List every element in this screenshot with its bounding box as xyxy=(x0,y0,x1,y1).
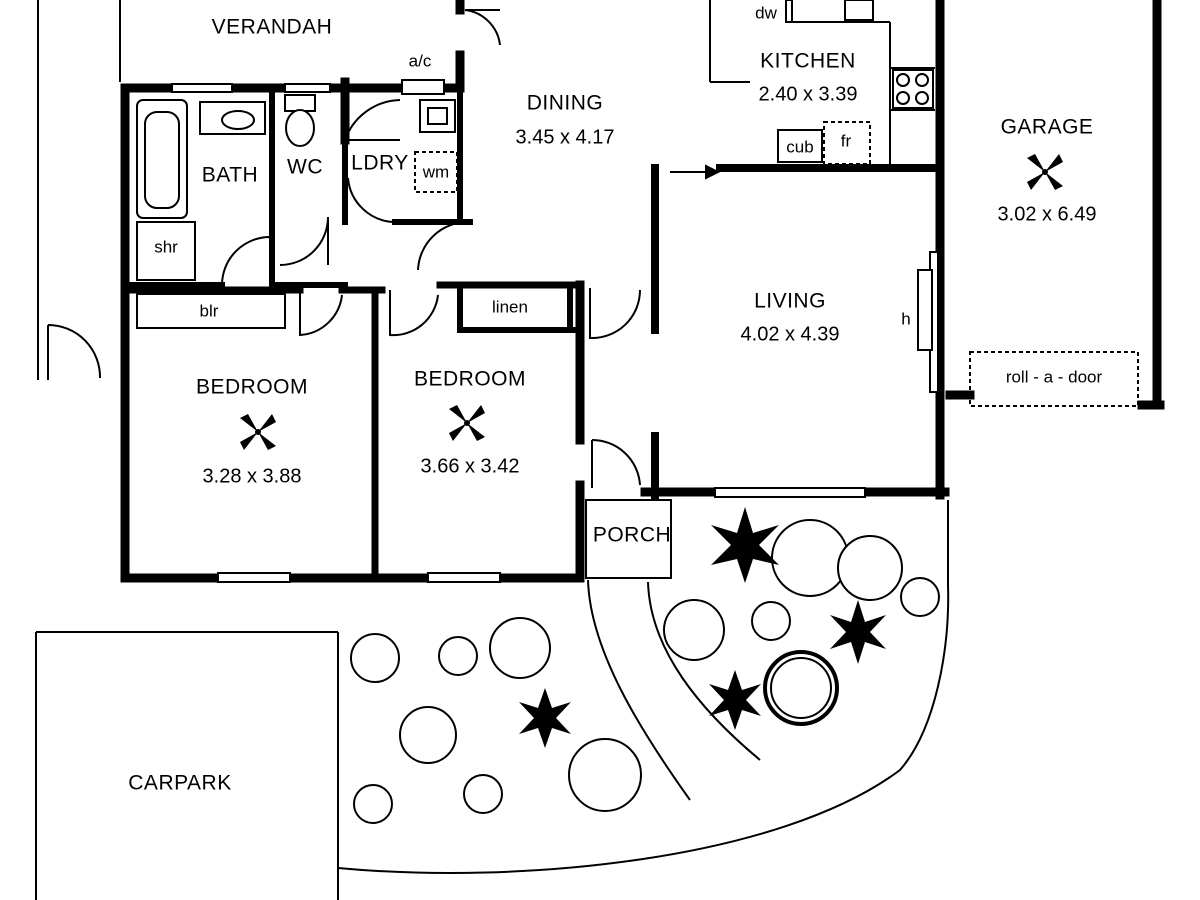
porch-outline xyxy=(585,499,672,579)
fixtures xyxy=(136,0,1139,407)
dining-label: DINING xyxy=(527,92,604,115)
cub-label: cub xyxy=(786,137,813,156)
fridge xyxy=(823,121,871,165)
porch-label: PORCH xyxy=(593,524,671,547)
laundry-label: LDRY xyxy=(351,152,409,175)
kitchen-sink xyxy=(844,0,874,21)
kitchen-size: 2.40 x 3.39 xyxy=(759,83,858,105)
living-label: LIVING xyxy=(754,290,826,313)
heater-label: h xyxy=(901,309,910,328)
garage-label: GARAGE xyxy=(1001,116,1094,139)
ceiling-fan-icon xyxy=(1027,154,1063,190)
verandah-label: VERANDAH xyxy=(212,16,333,39)
linen-label: linen xyxy=(492,297,528,316)
boiler-cupboard xyxy=(136,293,286,329)
shrub-icons xyxy=(519,507,886,748)
bedroom1-label: BEDROOM xyxy=(196,376,308,399)
windows xyxy=(171,83,939,583)
toilet xyxy=(284,94,316,112)
shr-label: shr xyxy=(154,237,178,256)
walls xyxy=(120,0,1165,583)
ceiling-fan-icon xyxy=(240,414,276,450)
garden-plants xyxy=(350,519,940,824)
washing-machine xyxy=(414,151,458,193)
heater xyxy=(917,269,933,351)
site-boundary xyxy=(35,0,950,900)
garage-size: 3.02 x 6.49 xyxy=(998,203,1097,225)
dining-size: 3.45 x 4.17 xyxy=(516,126,615,148)
wm-label: wm xyxy=(422,162,449,181)
carpark-label: CARPARK xyxy=(128,772,231,795)
bath-label: BATH xyxy=(202,164,258,187)
bedroom1-size: 3.28 x 3.88 xyxy=(203,465,302,487)
cupboard xyxy=(777,129,823,163)
wc-label: WC xyxy=(287,156,323,179)
blr-label: blr xyxy=(200,301,219,320)
shower xyxy=(136,221,196,281)
roll-a-door xyxy=(969,351,1139,407)
roll-a-door-label: roll - a - door xyxy=(1006,367,1103,386)
bedroom2-size: 3.66 x 3.42 xyxy=(421,455,520,477)
fr-label: fr xyxy=(841,131,852,150)
living-size: 4.02 x 4.39 xyxy=(741,323,840,345)
ac-unit xyxy=(401,79,445,95)
dw-label: dw xyxy=(755,3,777,22)
bedroom2-label: BEDROOM xyxy=(414,368,526,391)
kitchen-label: KITCHEN xyxy=(760,50,856,73)
doors xyxy=(47,9,721,488)
ceiling-fan-icon xyxy=(449,405,485,441)
ac-label: a/c xyxy=(409,51,432,70)
